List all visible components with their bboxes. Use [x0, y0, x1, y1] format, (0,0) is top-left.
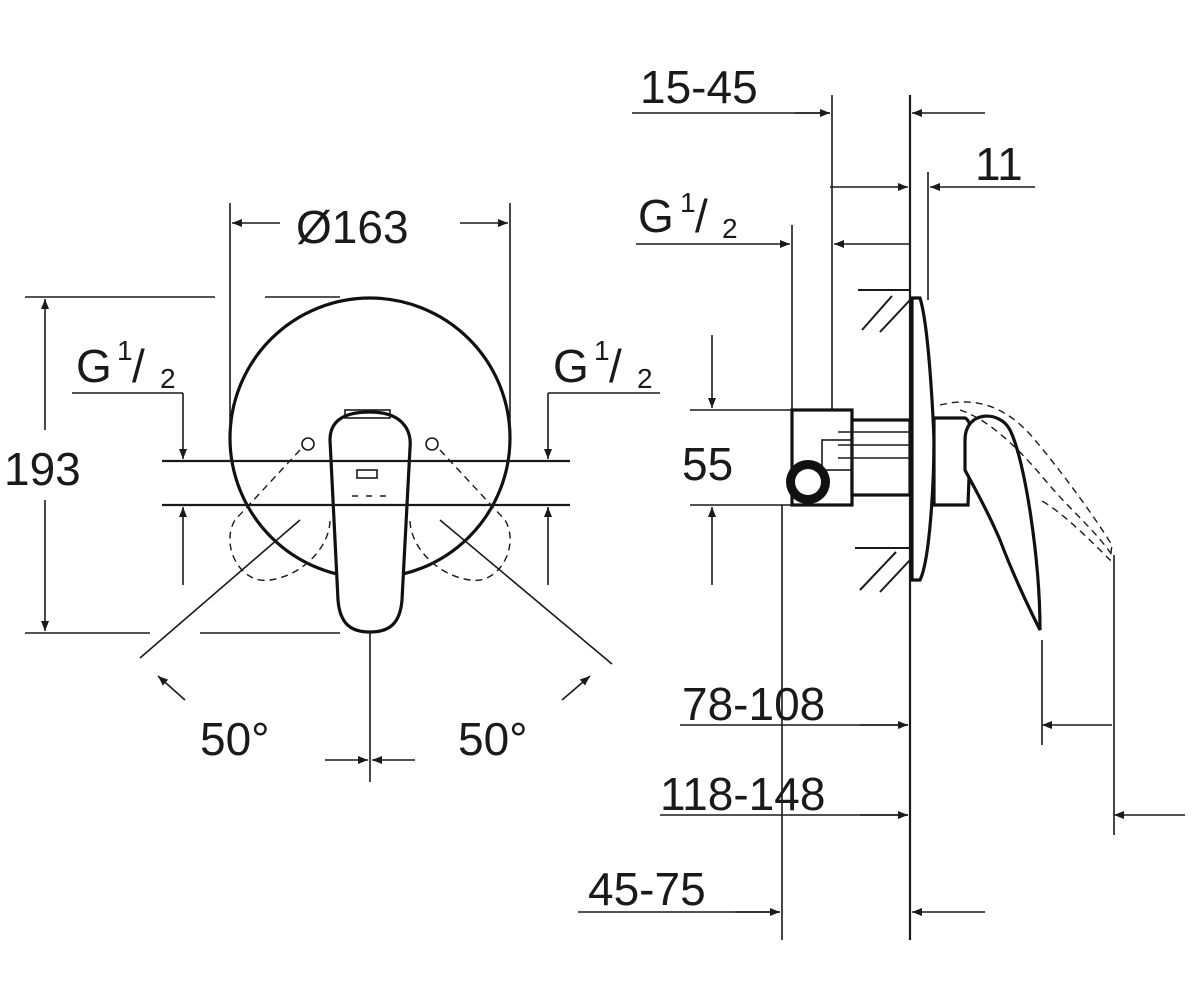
- angle-right-label: 50°: [458, 713, 528, 765]
- valve-collar: [821, 439, 853, 471]
- dim-78-108-label: 78-108: [682, 678, 825, 730]
- dim-118-148-label: 118-148: [660, 768, 825, 820]
- side-inlet-label: G 1 / 2: [638, 187, 738, 244]
- lever-hub: [301, 437, 315, 451]
- svg-text:/: /: [695, 190, 708, 242]
- svg-text:1: 1: [594, 335, 610, 366]
- angle-axis-left: [139, 519, 301, 659]
- wall-hatch-top: [858, 289, 911, 333]
- front-view: Ø163 193 G 1 / 2 G 1 / 2: [4, 201, 660, 782]
- diameter-label: Ø163: [296, 201, 409, 253]
- dim-11-label: 11: [975, 138, 1023, 190]
- angle-right-arrow: [561, 675, 591, 701]
- svg-text:2: 2: [637, 363, 653, 394]
- lever-handle: [328, 410, 412, 634]
- lever-side-swing: [939, 401, 1113, 562]
- dim-15-45-label: 15-45: [640, 61, 758, 113]
- svg-text:1: 1: [117, 335, 133, 366]
- svg-text:2: 2: [722, 213, 738, 244]
- svg-text:G: G: [76, 340, 112, 392]
- lever-top-cap: [344, 409, 391, 419]
- svg-text:2: 2: [160, 363, 176, 394]
- inlet-right-label: G 1 / 2: [553, 335, 653, 394]
- dim-55-label: 55: [682, 438, 733, 490]
- valve-outlet-hole: [795, 469, 821, 495]
- angle-left-arrow: [157, 675, 186, 701]
- lever-swing-left: [229, 449, 331, 581]
- svg-text:G: G: [553, 340, 589, 392]
- lever-logo: [356, 469, 378, 479]
- wall-hatch-bottom: [855, 547, 911, 593]
- svg-text:/: /: [132, 340, 145, 392]
- lever-swing-right: [409, 449, 511, 581]
- dim-45-75-label: 45-75: [588, 863, 706, 915]
- angle-left-label: 50°: [200, 713, 270, 765]
- side-view: 15-45 11 G 1 / 2 55 78-108 118-148: [578, 61, 1185, 940]
- lever-hub-right: [425, 437, 439, 451]
- lever-side-swing-2: [959, 409, 1113, 556]
- angle-axis-right: [439, 519, 613, 665]
- svg-text:G: G: [638, 190, 674, 242]
- svg-text:/: /: [609, 340, 622, 392]
- lever-side-handle: [963, 414, 1042, 631]
- inlet-left-label: G 1 / 2: [76, 335, 176, 394]
- height-label: 193: [4, 443, 81, 495]
- svg-text:1: 1: [680, 187, 696, 218]
- cover-plate-profile: [910, 296, 936, 582]
